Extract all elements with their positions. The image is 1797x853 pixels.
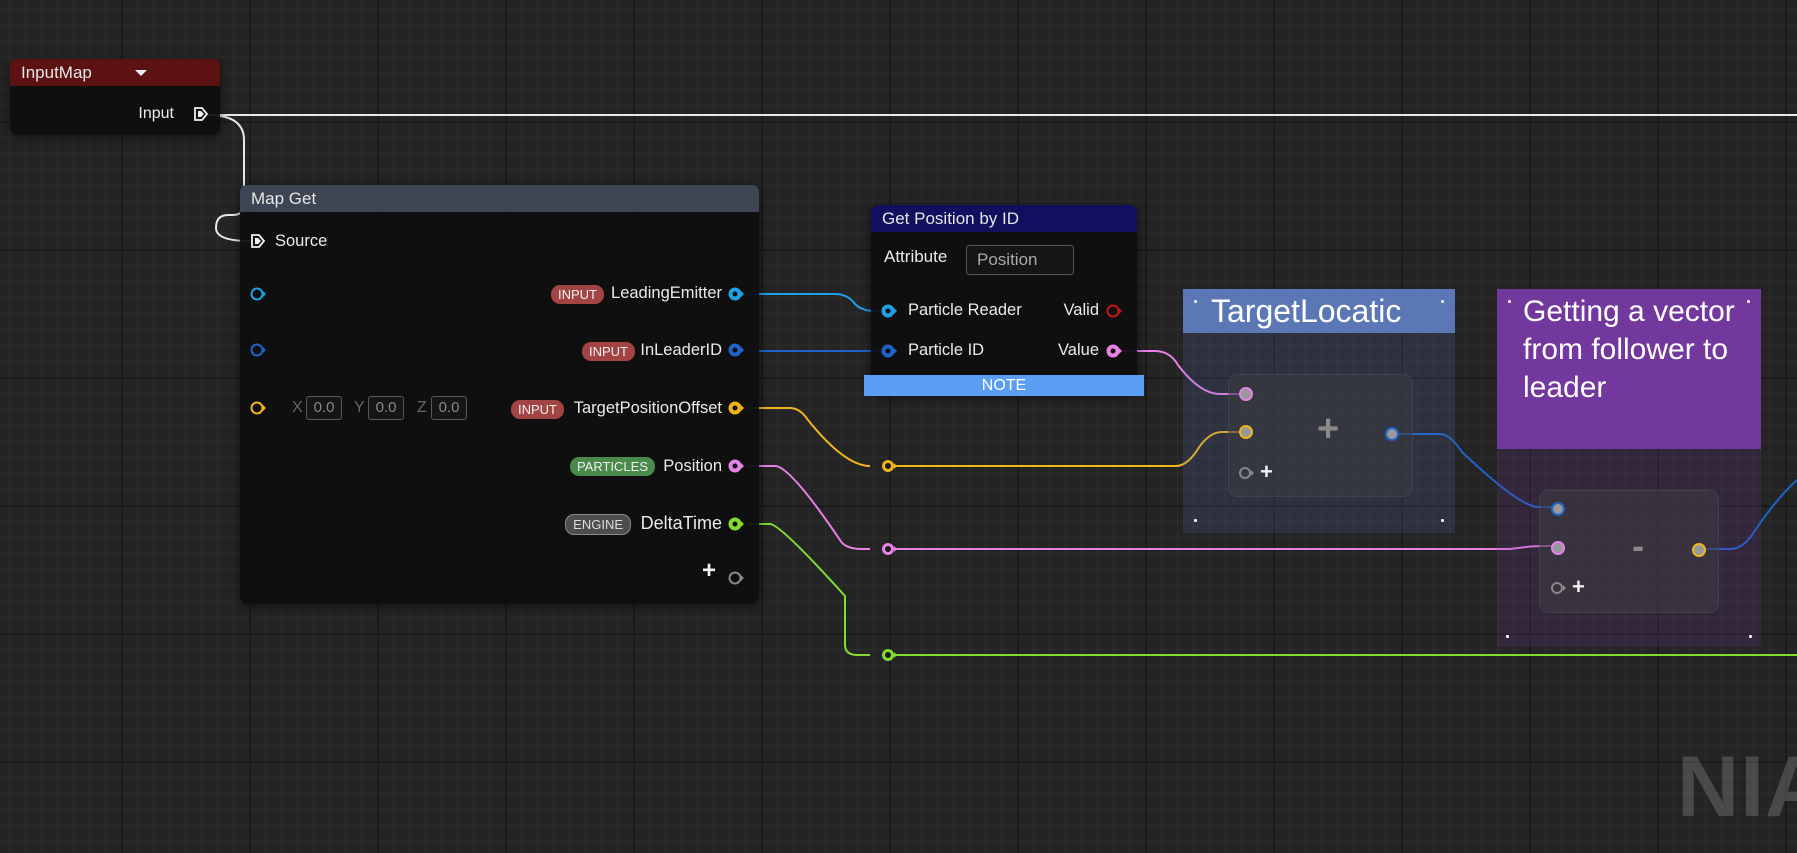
input-pin-particle-id[interactable] <box>881 343 897 359</box>
badge-input: INPUT <box>582 342 635 361</box>
minus-operator-icon: - <box>1632 525 1644 566</box>
output-pin-valid[interactable] <box>1106 303 1122 319</box>
corner-handle[interactable] <box>1506 635 1509 638</box>
wire-add-out <box>1395 433 1553 508</box>
particle-reader-label: Particle Reader <box>908 301 1022 319</box>
output-pin-leader-id[interactable] <box>728 342 744 358</box>
input-pin-particle-reader[interactable] <box>881 303 897 319</box>
value-label: Value <box>1058 341 1099 359</box>
comment-vector-title: Getting a vector from follower to leader <box>1523 295 1735 404</box>
attribute-label: Attribute <box>884 247 948 266</box>
wire-position-b <box>896 545 1553 550</box>
input-map-title: InputMap <box>21 63 92 82</box>
output-pin-value[interactable] <box>1106 343 1122 359</box>
get-position-node[interactable]: Get Position by ID Attribute Position Pa… <box>871 205 1137 395</box>
add-output-pin[interactable] <box>1384 426 1400 442</box>
wire-position-a <box>747 465 870 550</box>
add-pin-icon[interactable]: + <box>1572 574 1585 599</box>
plus-operator-icon: + <box>1317 408 1340 450</box>
comment-target-header[interactable]: TargetLocatic <box>1183 289 1455 333</box>
add-pin-socket-icon[interactable] <box>1239 465 1255 481</box>
badge-input: INPUT <box>551 285 604 304</box>
subtract-output-pin[interactable] <box>1691 542 1707 558</box>
input-pin-target-offset[interactable] <box>250 400 266 416</box>
source-label: Source <box>275 232 328 250</box>
vector-z-label: Z <box>417 399 427 416</box>
input-pin-leader-id[interactable] <box>250 342 266 358</box>
wire-offset-a <box>747 407 871 467</box>
corner-handle[interactable] <box>1194 300 1197 303</box>
corner-handle[interactable] <box>1747 300 1750 303</box>
exec-output-icon[interactable] <box>193 106 209 122</box>
comment-target-title: TargetLocatic <box>1211 293 1402 329</box>
output-pin-deltatime[interactable] <box>728 516 744 532</box>
output-pin-target-offset[interactable] <box>728 400 744 416</box>
valid-label: Valid <box>1063 301 1099 319</box>
output-label-target-offset: TargetPositionOffset <box>573 399 722 417</box>
subtract-node[interactable]: + - <box>1539 490 1719 613</box>
output-label-leader-id: InLeaderID <box>640 341 722 359</box>
exec-input-icon[interactable] <box>250 233 266 249</box>
get-position-title: Get Position by ID <box>882 209 1020 228</box>
wire-subtract-out <box>1707 479 1797 550</box>
corner-handle[interactable] <box>1508 300 1511 303</box>
vector-x-label: X <box>292 399 303 416</box>
corner-handle[interactable] <box>1194 519 1197 522</box>
corner-handle[interactable] <box>1749 635 1752 638</box>
output-label-deltatime: DeltaTime <box>640 513 722 533</box>
badge-particles: PARTICLES <box>569 457 655 476</box>
output-label-leading-emitter: LeadingEmitter <box>611 284 722 302</box>
particle-id-label: Particle ID <box>908 341 985 359</box>
wire-offset-b <box>896 431 1243 467</box>
add-node[interactable]: + + <box>1228 374 1413 497</box>
add-input-pin-b[interactable] <box>1238 424 1254 440</box>
map-get-header[interactable]: Map Get <box>240 185 759 212</box>
reroute-knot-deltatime[interactable] <box>878 645 898 665</box>
vector-y-label: Y <box>354 399 365 416</box>
add-pin-socket-icon[interactable] <box>728 570 744 586</box>
add-input-pin-a[interactable] <box>1238 386 1254 402</box>
input-map-node[interactable]: InputMap Input <box>10 59 220 135</box>
vector-z-field[interactable]: 0.0 <box>431 396 467 420</box>
output-label-position: Position <box>663 457 722 475</box>
wire-leading-emitter <box>747 293 886 312</box>
note-button[interactable]: NOTE <box>864 375 1144 396</box>
add-pin-icon[interactable]: + <box>702 557 717 584</box>
wire-source <box>207 114 251 242</box>
wire-value <box>1122 350 1243 395</box>
map-get-node[interactable]: Map Get Source X 0.0 Y 0.0 Z 0.0 INPUT L… <box>240 185 759 604</box>
wire-deltatime-a <box>747 523 870 656</box>
vector-y-field[interactable]: 0.0 <box>368 396 404 420</box>
attribute-field[interactable]: Position <box>966 245 1074 275</box>
niagara-watermark: NIA <box>1677 739 1797 835</box>
map-get-title: Map Get <box>251 189 317 208</box>
badge-input: INPUT <box>511 400 564 419</box>
add-pin-socket-icon[interactable] <box>1551 580 1567 596</box>
reroute-knot-offset[interactable] <box>878 456 898 476</box>
output-pin-position[interactable] <box>728 458 744 474</box>
input-pin-leading-emitter[interactable] <box>250 286 266 302</box>
badge-engine: ENGINE <box>565 514 631 535</box>
reroute-knot-position[interactable] <box>878 539 898 559</box>
comment-vector-header[interactable]: Getting a vector from follower to leader <box>1497 289 1761 449</box>
vector-x-field[interactable]: 0.0 <box>306 396 342 420</box>
add-pin-icon[interactable]: + <box>1260 459 1273 484</box>
get-position-header[interactable]: Get Position by ID <box>871 205 1137 232</box>
dropdown-arrow-icon[interactable] <box>135 70 147 76</box>
corner-handle[interactable] <box>1441 519 1444 522</box>
input-map-header[interactable]: InputMap <box>10 59 220 86</box>
subtract-input-pin-a[interactable] <box>1550 501 1566 517</box>
subtract-input-pin-b[interactable] <box>1550 540 1566 556</box>
output-pin-leading-emitter[interactable] <box>728 286 744 302</box>
corner-handle[interactable] <box>1441 300 1444 303</box>
input-map-output-label: Input <box>138 105 174 122</box>
